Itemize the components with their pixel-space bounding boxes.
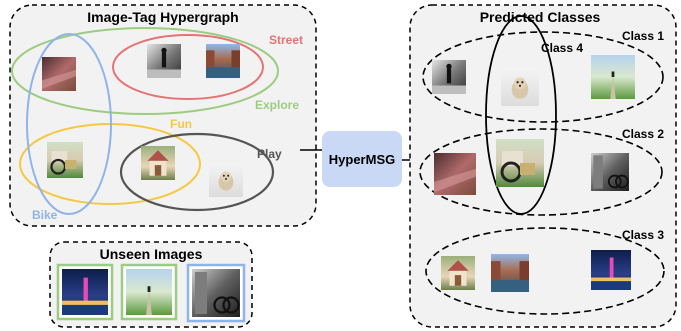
hyperedge-bike (26, 33, 112, 215)
tag-label-street: Street (269, 33, 303, 47)
hypermsg-label: HyperMSG (329, 152, 395, 167)
model-block: HyperMSG (300, 131, 420, 187)
unseen-image-night (62, 269, 108, 315)
class-1-label: Class 1 (622, 29, 664, 43)
image-road (42, 57, 76, 91)
hyperedge-play (119, 132, 275, 212)
class-3-image-playhouse (441, 256, 475, 290)
image-dog (209, 163, 243, 197)
hypergraph-title: Image-Tag Hypergraph (87, 9, 238, 25)
image-bike (47, 140, 83, 180)
unseen-image-alley (192, 269, 240, 317)
class-2-image-alley (591, 152, 629, 192)
image-canal (206, 44, 240, 78)
image-playhouse (141, 146, 175, 180)
hyperedge-street (112, 34, 264, 100)
hypergraph-panel: Image-Tag Hypergraph Street Explore Fun … (9, 4, 317, 227)
class-3-image-night (591, 250, 631, 290)
tag-label-play: Play (257, 147, 282, 161)
unseen-images-panel: Unseen Images (49, 241, 253, 328)
class-4-label: Class 4 (541, 41, 583, 55)
hyperedge-explore (11, 27, 279, 115)
class-1-outline (422, 31, 664, 123)
class-1-image-field (591, 55, 635, 99)
class-2-label: Class 2 (622, 127, 664, 141)
tag-label-explore: Explore (255, 98, 299, 112)
predicted-classes-panel: Predicted Classes Class 1 Class 2 Class … (409, 4, 677, 328)
tag-label-fun: Fun (170, 117, 192, 131)
unseen-image-field (126, 269, 172, 315)
class-3-image-canal (491, 254, 529, 292)
unseen-title: Unseen Images (100, 246, 203, 262)
hypermsg-box (322, 131, 402, 187)
class-2-image-road (434, 153, 476, 195)
class-2-outline (419, 128, 663, 216)
tag-label-bike: Bike (32, 208, 58, 222)
class-4-outline (485, 15, 557, 215)
predicted-title: Predicted Classes (480, 9, 601, 25)
class-4-image-bike (496, 139, 544, 187)
image-street-bw (147, 44, 181, 78)
class-3-outline (425, 227, 665, 315)
class-1-image-street-bw (432, 60, 466, 94)
class-3-label: Class 3 (622, 228, 664, 242)
class-4-image-dog (501, 68, 539, 106)
